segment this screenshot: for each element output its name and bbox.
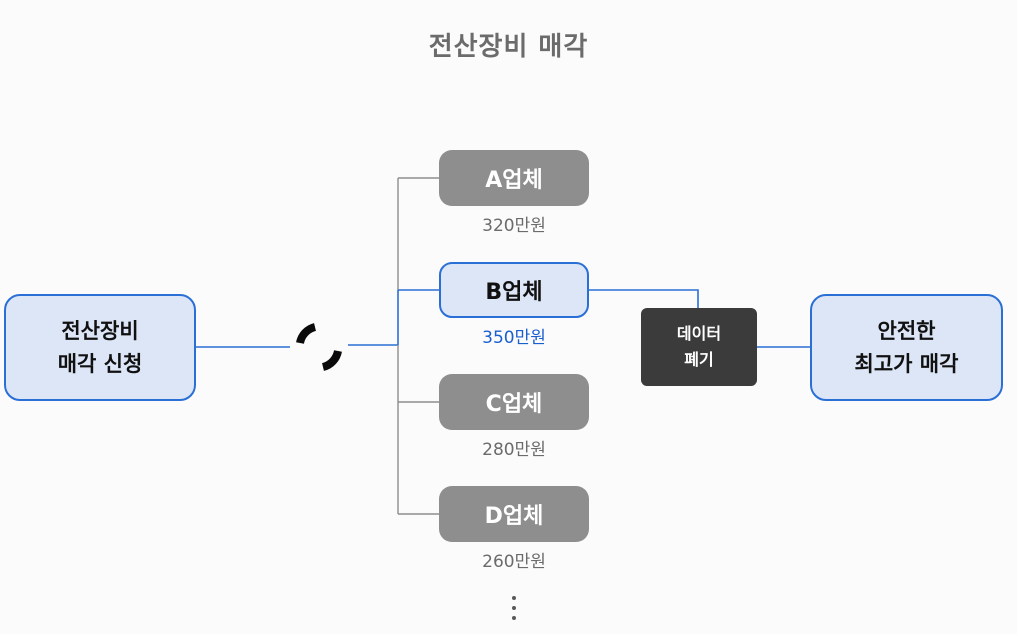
vendor-d-price: 260만원 xyxy=(482,552,546,572)
start-node-line2: 매각 신청 xyxy=(57,351,143,376)
process-node-data-destruction: 데이터 폐기 xyxy=(641,308,757,386)
vendor-d-label: D업체 xyxy=(484,504,544,529)
vendor-a-price: 320만원 xyxy=(482,216,546,236)
vendor-c-label: C업체 xyxy=(485,392,543,417)
connector-b-to-process xyxy=(589,289,699,308)
diagram-title: 전산장비 매각 xyxy=(428,32,589,62)
vendor-node-b: B업체 xyxy=(439,262,589,318)
vendor-a-label: A업체 xyxy=(485,168,543,193)
end-node-safe-highest-sale: 안전한 최고가 매각 xyxy=(810,294,1003,401)
vendor-node-d: D업체 xyxy=(439,486,589,542)
end-node-line1: 안전한 xyxy=(877,318,936,343)
vendor-b-price: 350만원 xyxy=(482,328,546,348)
start-node-equipment-sale-request: 전산장비 매각 신청 xyxy=(4,294,196,401)
vertical-ellipsis-icon xyxy=(512,596,516,620)
process-node-line1: 데이터 xyxy=(676,324,722,344)
loading-spinner-icon xyxy=(296,323,342,371)
start-node-line1: 전산장비 xyxy=(61,318,139,343)
process-node-line2: 폐기 xyxy=(684,350,714,369)
vendor-b-label: B업체 xyxy=(485,280,543,305)
vendor-node-c: C업체 xyxy=(439,374,589,430)
end-node-line2: 최고가 매각 xyxy=(854,351,959,376)
vendor-node-a: A업체 xyxy=(439,150,589,206)
vendor-c-price: 280만원 xyxy=(482,440,546,460)
